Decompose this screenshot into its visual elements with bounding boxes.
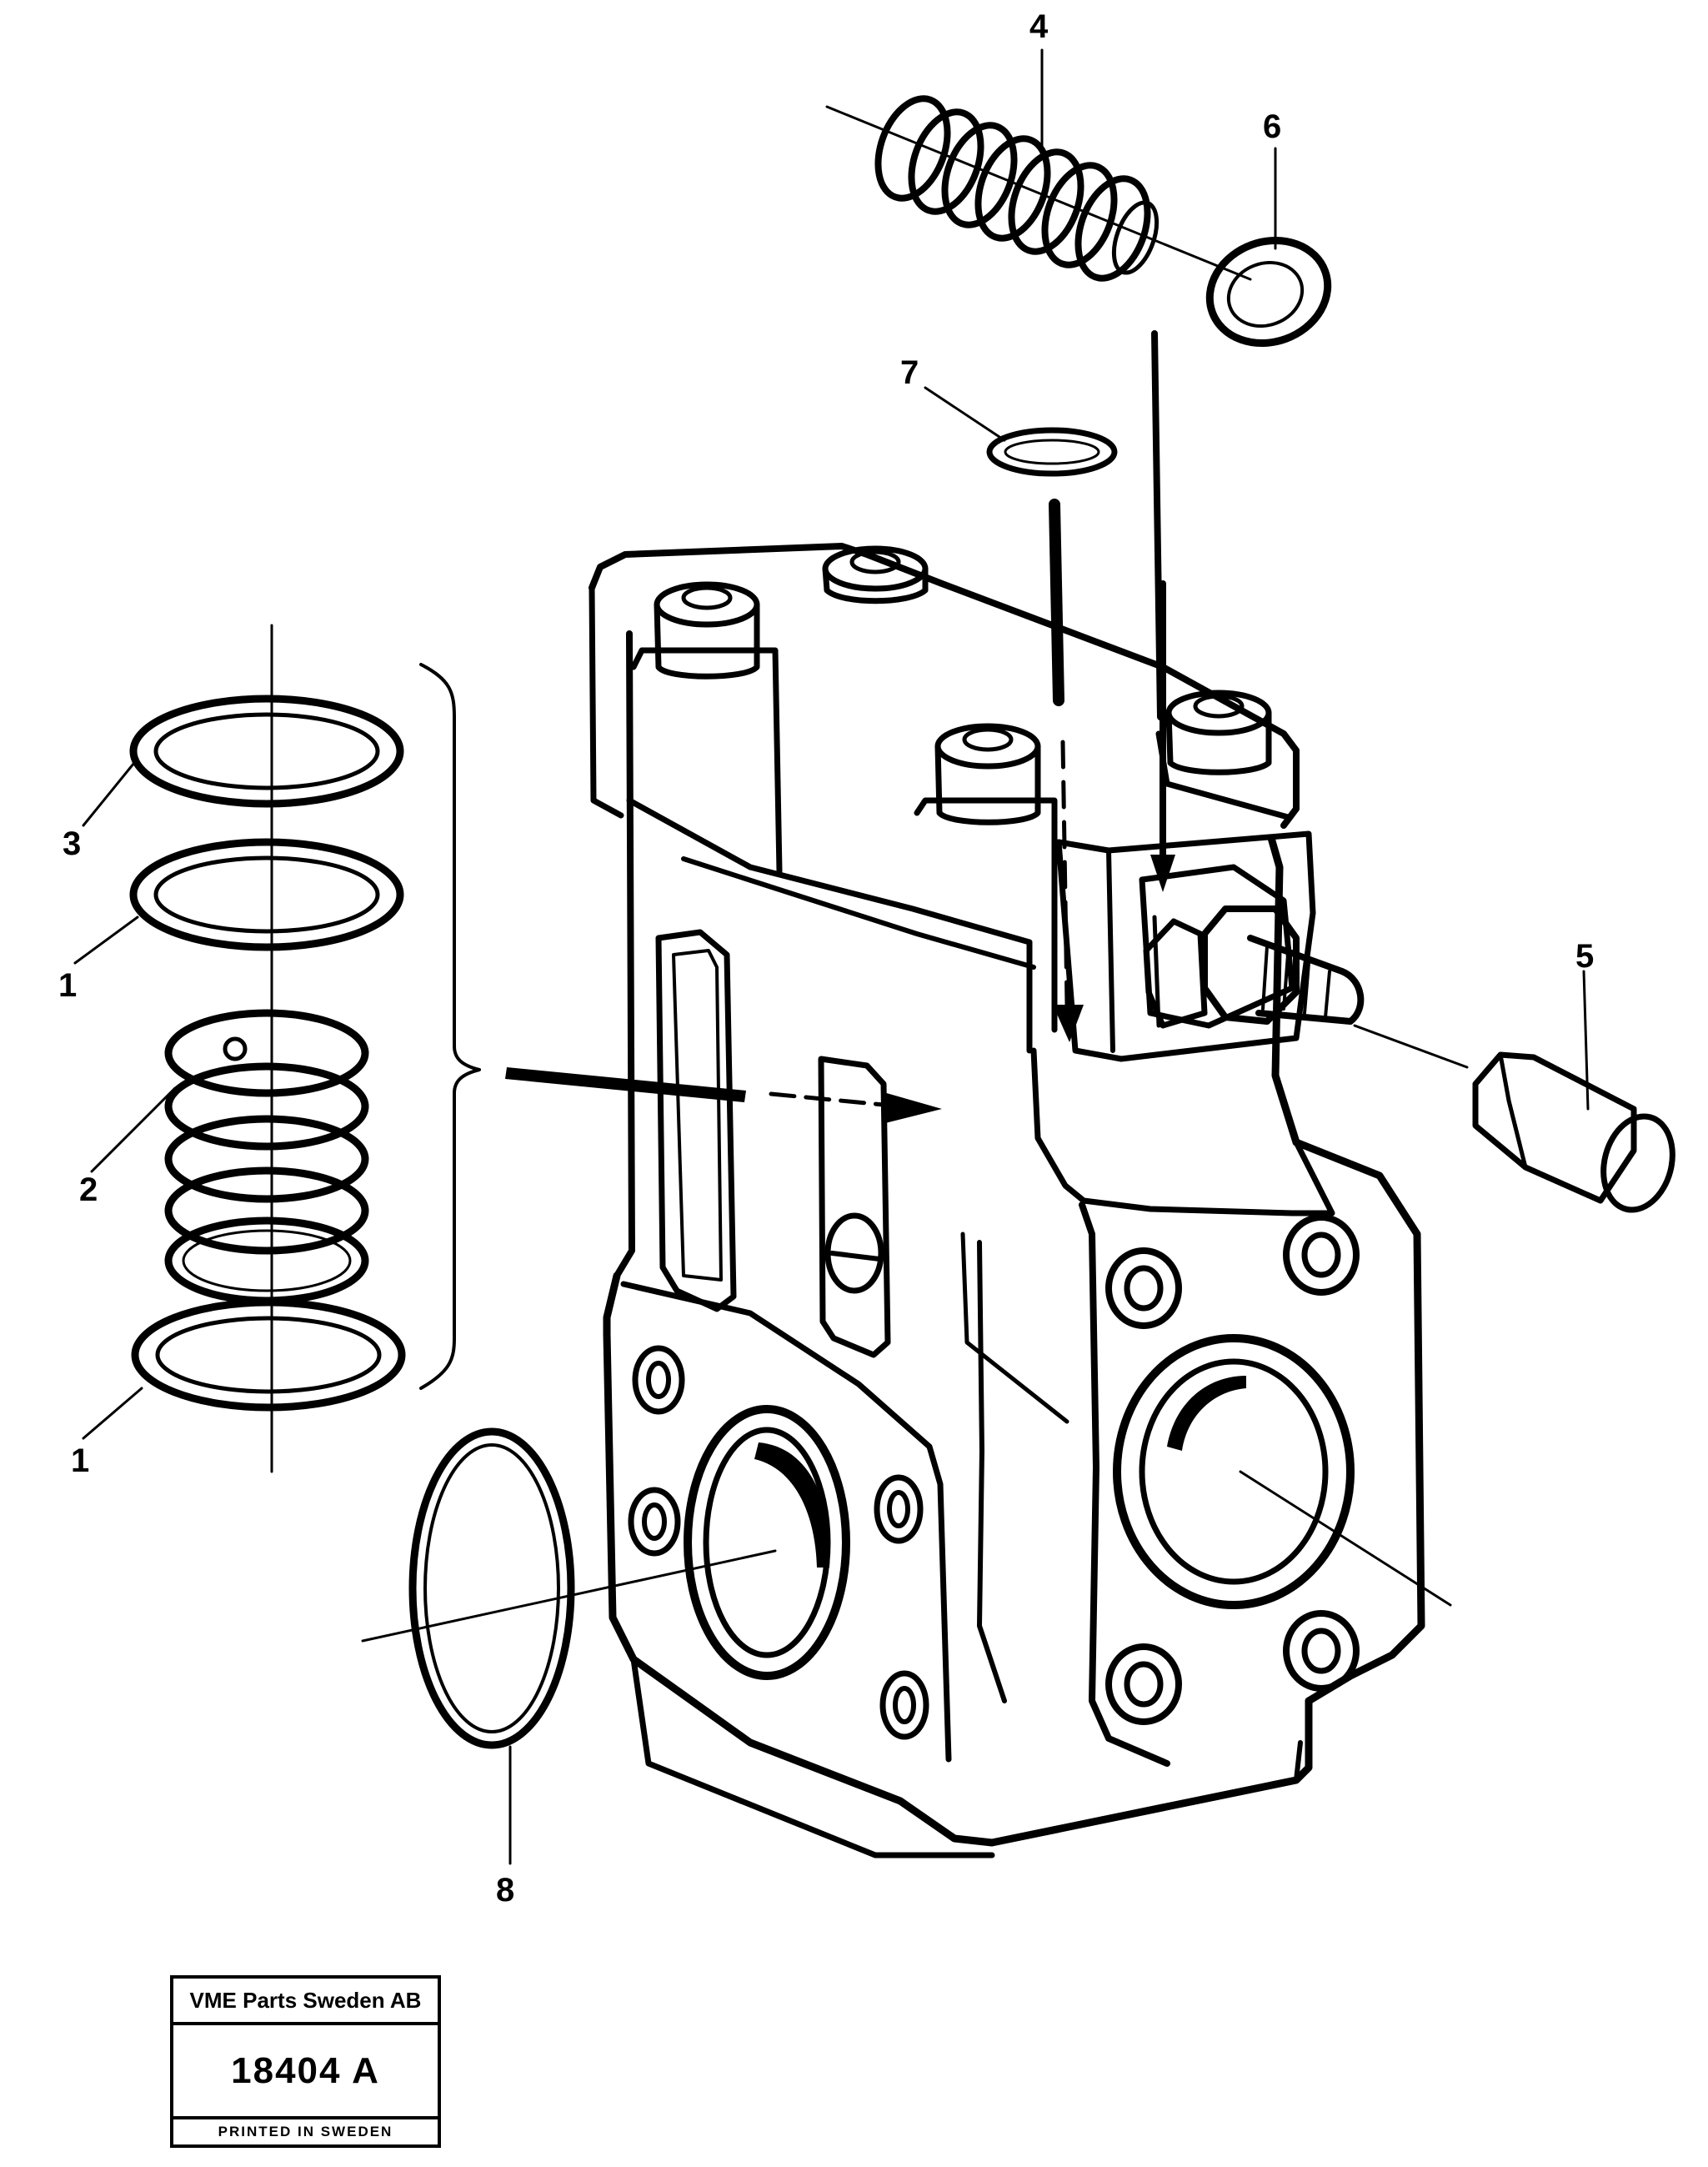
spring-4 xyxy=(825,95,1252,282)
callout-3: 3 xyxy=(63,825,81,862)
callout-6: 6 xyxy=(1263,108,1281,145)
compression-spring-2 xyxy=(164,1009,369,1305)
seal-ring-1-upper xyxy=(129,838,404,951)
assembly-direction-arrow xyxy=(505,1067,942,1124)
parts-catalog-stamp: VME Parts Sweden AB 18404 A PRINTED IN S… xyxy=(170,1975,441,2148)
callout-1-lower: 1 xyxy=(71,1442,89,1479)
callout-labels: 4 6 7 5 3 1 2 1 8 xyxy=(58,8,1594,1909)
washer-6 xyxy=(1205,236,1332,348)
stamp-illustration-code: 18404 A xyxy=(231,2050,380,2091)
callout-5: 5 xyxy=(1575,938,1594,975)
callout-1-upper: 1 xyxy=(58,967,77,1004)
o-ring-7 xyxy=(986,427,1118,477)
leader-lines xyxy=(73,48,1590,1865)
seal-ring-1-lower xyxy=(131,1298,406,1412)
callout-8: 8 xyxy=(496,1872,514,1909)
seal-ring-3 xyxy=(129,695,404,808)
plug-5 xyxy=(1353,1024,1675,1213)
callout-2: 2 xyxy=(79,1171,98,1208)
valve-body xyxy=(361,330,1452,1859)
stamp-printed-in: PRINTED IN SWEDEN xyxy=(173,2116,438,2144)
callout-7: 7 xyxy=(900,354,919,391)
stamp-company-name: VME Parts Sweden AB xyxy=(173,1979,438,2025)
callout-4: 4 xyxy=(1029,8,1049,45)
group-bracket xyxy=(419,663,481,1390)
ring-8 xyxy=(408,1427,575,1749)
